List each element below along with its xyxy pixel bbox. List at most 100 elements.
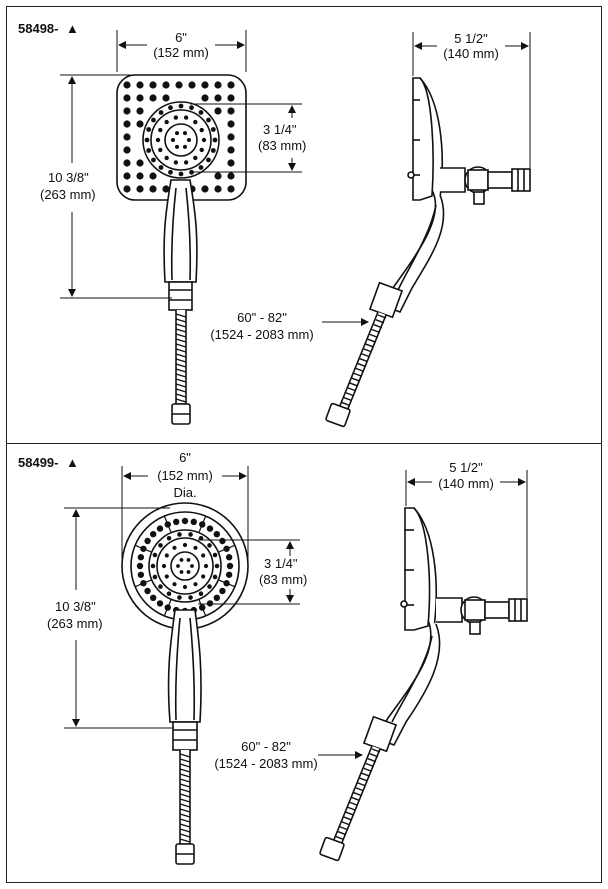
- hose-coil: [175, 373, 187, 378]
- hose-coil: [179, 803, 191, 808]
- inner-nozzle: [193, 582, 198, 587]
- spray-nozzle: [123, 185, 131, 193]
- ring-nozzle: [206, 157, 211, 163]
- hose-coil: [175, 378, 187, 383]
- hose-coil: [175, 383, 187, 388]
- ring-nozzle: [210, 148, 216, 153]
- bottom-width-inches: 6": [179, 450, 191, 465]
- spray-nozzle: [190, 518, 197, 526]
- spray-nozzle: [162, 81, 170, 89]
- spray-nozzle: [213, 530, 221, 538]
- hose-coil: [365, 343, 374, 348]
- ring-nozzle: [158, 165, 164, 170]
- spray-nozzle: [188, 81, 196, 89]
- ring-nozzle: [206, 117, 211, 123]
- inner-nozzle: [183, 115, 189, 120]
- hose-coil: [345, 811, 354, 816]
- hose-coil: [175, 328, 187, 333]
- spray-nozzle: [144, 537, 151, 545]
- ring-nozzle: [178, 171, 184, 177]
- spray-nozzle: [136, 185, 144, 193]
- spray-nozzle: [227, 133, 235, 141]
- spray-nozzle: [149, 185, 157, 193]
- spray-nozzle: [123, 94, 131, 102]
- top-hose-length-inches: 60" - 82": [237, 310, 287, 325]
- hose-coil: [175, 318, 187, 323]
- spray-nozzle: [214, 185, 222, 193]
- inner-nozzle: [199, 147, 204, 153]
- bottom-height-mm: (263 mm): [47, 616, 103, 631]
- square-shower-head-side: [325, 77, 531, 428]
- hose-coil: [179, 768, 191, 773]
- hose-coil: [179, 838, 191, 843]
- bottom-height-dimension: [64, 507, 174, 729]
- ring-nozzle: [152, 574, 158, 580]
- spray-nozzle: [219, 537, 226, 545]
- spray-nozzle: [162, 185, 170, 193]
- ring-nozzle: [166, 591, 172, 597]
- inner-nozzle: [173, 160, 179, 165]
- hose-coil: [357, 362, 366, 368]
- spray-nozzle: [149, 94, 157, 102]
- ring-nozzle: [188, 595, 193, 600]
- center-nozzle: [175, 131, 179, 136]
- hose-coil: [175, 348, 187, 353]
- bottom-hose-length-mm: (1524 - 2083 mm): [214, 756, 317, 771]
- inner-nozzle: [193, 155, 198, 161]
- ring-nozzle: [177, 595, 182, 600]
- spray-nozzle: [227, 107, 235, 115]
- inner-nozzle: [173, 115, 179, 120]
- top-height-dimension: [60, 74, 172, 299]
- hose-coil: [179, 753, 191, 758]
- hose-coil: [363, 348, 372, 353]
- hose-coil: [179, 808, 191, 813]
- spray-nozzle: [162, 94, 170, 102]
- bottom-inner-mm: (83 mm): [259, 572, 307, 587]
- ring-nozzle: [198, 165, 204, 170]
- bottom-hose-length-inches: 60" - 82": [241, 739, 291, 754]
- spray-nozzle: [227, 94, 235, 102]
- inner-nozzle: [193, 545, 198, 550]
- hose-coil: [353, 791, 362, 797]
- spray-nozzle: [123, 107, 131, 115]
- ring-nozzle: [146, 148, 152, 153]
- hose-coil: [334, 835, 344, 840]
- inner-nozzle: [182, 584, 188, 590]
- center-nozzle: [187, 138, 191, 142]
- ring-nozzle: [207, 543, 212, 548]
- hose-coil: [359, 777, 368, 782]
- center-nozzle: [186, 570, 191, 574]
- inner-nozzle: [155, 137, 161, 143]
- panel-58498: [6, 6, 602, 444]
- hose-coil: [355, 787, 364, 792]
- spray-nozzle: [227, 172, 235, 180]
- hose-coil: [338, 825, 348, 831]
- hose-coil: [175, 313, 187, 318]
- hose-coil: [175, 398, 187, 403]
- center-nozzle: [176, 564, 180, 568]
- spray-nozzle: [206, 600, 214, 607]
- hose-coil: [175, 343, 187, 348]
- ring-nozzle: [146, 127, 152, 132]
- spray-nozzle: [123, 120, 131, 128]
- bottom-depth-mm: (140 mm): [438, 476, 494, 491]
- hose-coil: [179, 763, 191, 768]
- spray-nozzle: [213, 594, 221, 602]
- spray-nozzle: [227, 81, 235, 89]
- hose-coil: [179, 778, 191, 783]
- ring-nozzle: [188, 532, 193, 537]
- spray-nozzle: [214, 172, 222, 180]
- hose-coil: [340, 401, 350, 406]
- hose-coil: [336, 830, 346, 835]
- center-nozzle: [171, 138, 175, 142]
- hose-coil: [367, 338, 376, 343]
- hose-coil: [175, 358, 187, 363]
- top-depth-mm: (140 mm): [443, 46, 499, 61]
- inner-nozzle: [164, 155, 169, 161]
- inner-nozzle: [182, 542, 188, 548]
- hose-coil: [349, 801, 358, 806]
- bottom-model-label: 58499- ▲: [18, 455, 79, 470]
- hose-coil: [179, 793, 191, 798]
- spray-nozzle: [156, 525, 164, 532]
- inner-nozzle: [199, 127, 204, 133]
